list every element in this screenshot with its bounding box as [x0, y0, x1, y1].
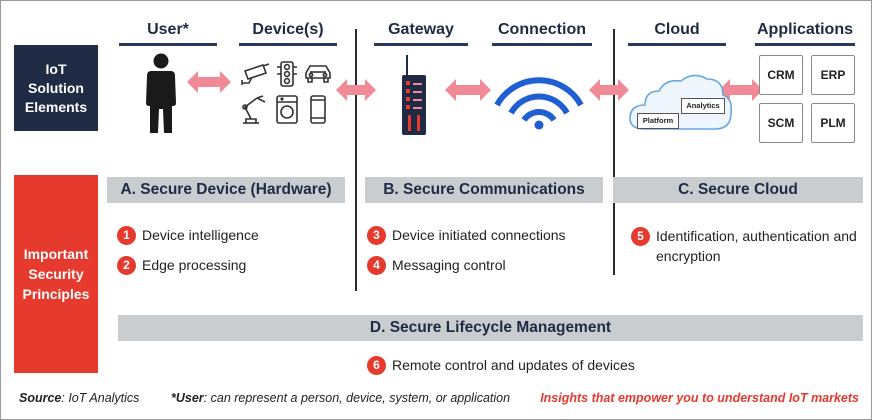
camera-icon — [241, 63, 270, 85]
header-gateway: Gateway — [369, 21, 473, 46]
footer-user-label: *User — [171, 391, 204, 405]
section-secure-lifecycle: D. Secure Lifecycle Management — [118, 315, 863, 341]
header-applications-text: Applications — [756, 21, 853, 38]
footer-source-text: : IoT Analytics — [61, 391, 140, 405]
section-secure-device: A. Secure Device (Hardware) — [107, 177, 345, 203]
car-icon — [305, 65, 331, 83]
footer-source-label: Source — [19, 391, 62, 405]
header-cloud: Cloud — [623, 21, 731, 46]
wifi-icon — [494, 77, 584, 130]
header-applications-underline — [755, 43, 855, 46]
principle-number-badge: 2 — [117, 256, 136, 275]
router-icon — [402, 55, 426, 135]
principle-2: 2 Edge processing — [117, 255, 246, 275]
principle-1: 1 Device intelligence — [117, 225, 259, 245]
header-user-underline — [119, 43, 217, 46]
person-icon — [146, 53, 176, 133]
header-cloud-text: Cloud — [654, 21, 700, 38]
cloud-group: Platform Analytics — [627, 67, 735, 135]
app-erp: ERP — [811, 55, 855, 95]
divider-connection-cloud — [613, 29, 615, 275]
header-cloud-underline — [628, 43, 726, 46]
header-user-text: User* — [147, 21, 189, 38]
principle-number-badge: 4 — [367, 256, 386, 275]
header-gateway-text: Gateway — [388, 21, 454, 38]
cloud-platform-box: Platform — [637, 113, 679, 129]
principle-text: Device initiated connections — [392, 227, 566, 243]
header-gateway-underline — [374, 43, 468, 46]
arrow-gateway-connection — [445, 79, 491, 101]
header-connection-text: Connection — [498, 21, 586, 38]
principle-3: 3 Device initiated connections — [367, 225, 566, 245]
divider-device-gateway — [355, 29, 357, 291]
arrow-devices-gateway — [336, 79, 376, 101]
header-devices-underline — [239, 43, 337, 46]
section-secure-cloud: C. Secure Cloud — [613, 177, 863, 203]
arrow-cloud-applications — [719, 79, 763, 101]
principle-5: 5 Identification, authentication and enc… — [631, 226, 857, 266]
header-user: User* — [113, 21, 223, 46]
arrow-user-devices — [187, 71, 231, 93]
principle-number-badge: 3 — [367, 226, 386, 245]
header-connection-underline — [492, 43, 592, 46]
row-label-principles-line2: Security — [28, 266, 84, 282]
app-scm: SCM — [759, 103, 803, 143]
robot-arm-icon — [242, 95, 266, 124]
arrow-connection-cloud — [589, 79, 629, 101]
app-crm: CRM — [759, 55, 803, 95]
row-label-principles-line1: Important — [23, 246, 89, 262]
row-label-principles: Important Security Principles — [14, 175, 98, 373]
footer-tagline: Insights that empower you to understand … — [540, 391, 859, 405]
footer-user-text: : can represent a person, device, system… — [203, 391, 511, 405]
principle-number-badge: 5 — [631, 227, 650, 246]
header-connection: Connection — [487, 21, 597, 46]
principle-text: Messaging control — [392, 257, 506, 273]
principle-4: 4 Messaging control — [367, 255, 506, 275]
principle-text: Identification, authentication and encry… — [656, 228, 857, 264]
cloud-analytics-box: Analytics — [681, 98, 725, 114]
section-secure-communications: B. Secure Communications — [365, 177, 603, 203]
principle-text: Remote control and updates of devices — [392, 357, 635, 373]
row-label-elements-line1: IoT — [45, 60, 67, 77]
header-applications: Applications — [749, 21, 861, 46]
principle-number-badge: 1 — [117, 226, 136, 245]
row-label-elements-line2: Solution — [28, 79, 84, 96]
row-label-principles-line3: Principles — [22, 286, 90, 302]
app-plm: PLM — [811, 103, 855, 143]
footer-user-note: *User: can represent a person, device, s… — [171, 391, 510, 405]
row-label-elements: IoT Solution Elements — [14, 45, 98, 131]
header-devices-text: Device(s) — [252, 21, 324, 38]
smartphone-icon — [310, 95, 326, 124]
header-devices: Device(s) — [233, 21, 343, 46]
footer-source: Source: IoT Analytics — [19, 391, 139, 405]
principle-text: Edge processing — [142, 257, 247, 273]
principle-text: Device intelligence — [142, 227, 259, 243]
row-label-elements-line3: Elements — [24, 98, 88, 115]
principle-number-badge: 6 — [367, 356, 386, 375]
washing-machine-icon — [276, 95, 298, 124]
traffic-light-icon — [277, 61, 297, 87]
principle-6: 6 Remote control and updates of devices — [367, 355, 635, 375]
